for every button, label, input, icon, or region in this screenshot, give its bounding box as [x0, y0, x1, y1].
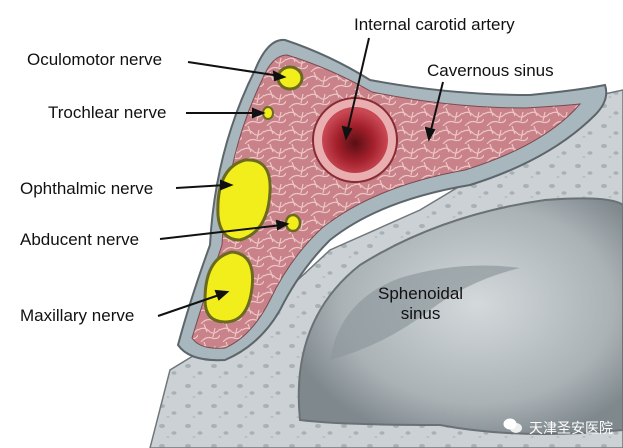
- watermark: 天津圣安医院: [503, 418, 613, 438]
- sphenoidal-sinus-cavity: [297, 197, 623, 435]
- maxillary-nerve-shape: [203, 250, 255, 324]
- label-cavernous-sinus: Cavernous sinus: [427, 61, 554, 80]
- label-internal-carotid-artery: Internal carotid artery: [354, 15, 515, 34]
- label-abducent-nerve: Abducent nerve: [20, 230, 140, 249]
- label-maxillary-nerve: Maxillary nerve: [20, 306, 135, 325]
- sinus-inner-fold: [330, 265, 520, 360]
- internal-carotid-artery-lumen: [322, 107, 388, 173]
- label-sphenoidal-line1: Sphenoidal: [378, 284, 464, 303]
- ophthalmic-nerve-shape: [216, 158, 272, 242]
- label-trochlear-nerve: Trochlear nerve: [48, 103, 167, 122]
- label-sphenoidal-sinus: Sphenoidal sinus: [378, 284, 463, 323]
- watermark-text: 天津圣安医院: [529, 421, 613, 437]
- cavernous-sinus-tissue: [191, 54, 582, 349]
- leader-lines: [157, 37, 444, 317]
- label-sphenoidal-line2: sinus: [400, 303, 441, 323]
- label-ophthalmic-nerve: Ophthalmic nerve: [20, 179, 154, 198]
- label-oculomotor-nerve: Oculomotor nerve: [27, 50, 163, 69]
- wechat-icon: [503, 418, 523, 438]
- abducent-nerve-shape: [284, 213, 302, 233]
